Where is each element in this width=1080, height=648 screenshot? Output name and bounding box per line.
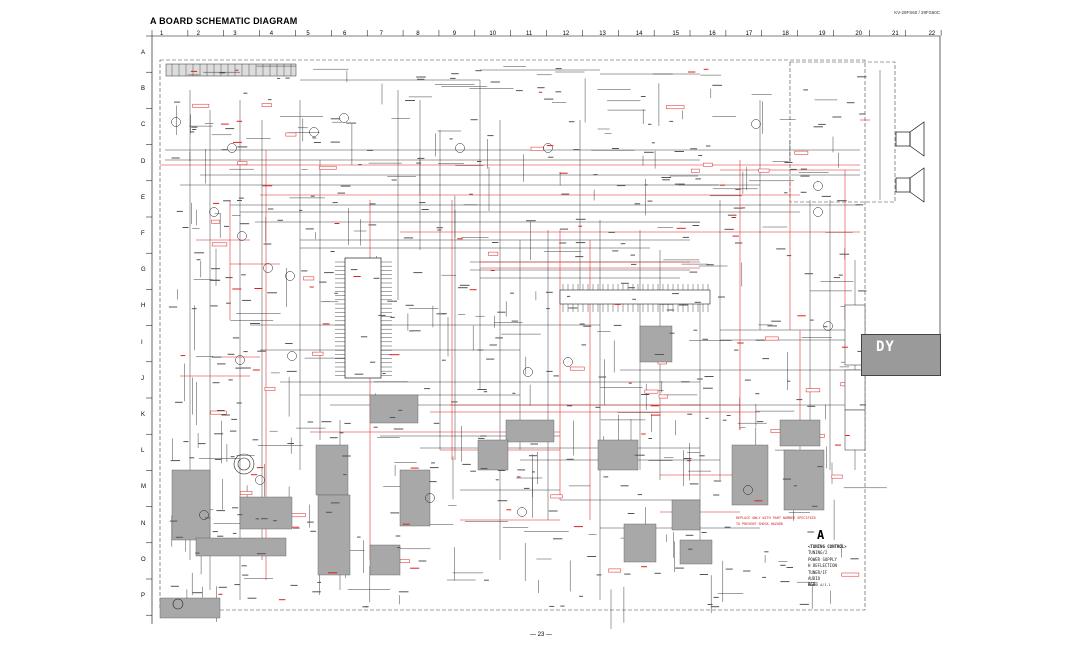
page-title: A BOARD SCHEMATIC DIAGRAM bbox=[150, 16, 298, 26]
column-number: 6 bbox=[343, 31, 347, 37]
legend-block: <TUNING CONTROL> TUNING/2 POWER SUPPLY H… bbox=[808, 544, 847, 589]
column-number: 7 bbox=[379, 31, 383, 37]
row-letter: H bbox=[141, 303, 146, 310]
column-number: 21 bbox=[892, 31, 899, 37]
column-number: 17 bbox=[745, 31, 753, 37]
yoke-connector-outline bbox=[789, 61, 896, 203]
deflection-ic bbox=[559, 284, 711, 312]
column-number: 11 bbox=[526, 31, 533, 37]
warning-note: TO PREVENT SHOCK HAZARD bbox=[736, 522, 783, 526]
row-letter: P bbox=[141, 593, 146, 599]
column-number: 18 bbox=[782, 31, 789, 37]
column-number: 9 bbox=[452, 31, 457, 37]
legend-line: RGB bbox=[808, 582, 816, 588]
column-number: 15 bbox=[672, 31, 680, 37]
column-number: 5 bbox=[306, 31, 310, 37]
row-letter: J bbox=[141, 375, 144, 382]
speakers bbox=[895, 121, 925, 203]
right-connectors bbox=[844, 304, 866, 451]
legend-line: AUDIO bbox=[808, 576, 821, 582]
column-number: 3 bbox=[233, 31, 237, 37]
row-letter: B bbox=[141, 86, 146, 93]
legend-line: H DEFLECTION bbox=[808, 563, 837, 569]
grid-ticks bbox=[146, 30, 942, 616]
row-letter: A bbox=[141, 50, 146, 56]
warning-note: REPLACE ONLY WITH PART NUMBER SPECIFIED bbox=[736, 516, 816, 520]
board-letter: A bbox=[817, 528, 825, 542]
transformer bbox=[172, 453, 255, 610]
row-letter: F bbox=[141, 231, 145, 237]
column-number: 22 bbox=[928, 31, 936, 37]
main-ic bbox=[335, 257, 392, 379]
column-number: 8 bbox=[416, 31, 420, 37]
column-number: 13 bbox=[599, 31, 606, 37]
row-letter: L bbox=[141, 448, 145, 455]
column-number: 20 bbox=[855, 31, 863, 37]
row-letter: D bbox=[141, 158, 146, 165]
column-number: 10 bbox=[489, 31, 497, 37]
top-connector bbox=[165, 63, 297, 77]
row-letter: G bbox=[141, 267, 146, 274]
row-letter: K bbox=[141, 412, 146, 418]
dy-label: DY bbox=[876, 339, 895, 355]
column-number: 12 bbox=[562, 31, 570, 37]
row-letter: I bbox=[141, 339, 143, 346]
row-letter: E bbox=[141, 194, 146, 201]
legend-line: TUNER/IF bbox=[808, 569, 828, 575]
grid-ruler bbox=[151, 35, 941, 624]
column-number: 1 bbox=[160, 31, 164, 37]
row-letter: O bbox=[141, 556, 146, 563]
row-letter: N bbox=[141, 520, 146, 527]
model-number: KV-29FS60 / 29FS60C bbox=[894, 10, 940, 15]
component-labels bbox=[168, 68, 867, 608]
row-letter: C bbox=[141, 122, 146, 129]
transistors bbox=[171, 113, 833, 520]
column-number: 2 bbox=[196, 31, 200, 37]
column-number: 14 bbox=[635, 31, 643, 37]
page-number: — 23 — bbox=[530, 632, 553, 638]
deflection-yoke-block: DY bbox=[861, 334, 941, 376]
legend-line: TUNING/2 bbox=[808, 550, 828, 556]
column-number: 19 bbox=[818, 31, 826, 37]
legend-line: POWER SUPPLY bbox=[808, 556, 837, 562]
column-number: 16 bbox=[709, 31, 716, 37]
row-letter: M bbox=[141, 484, 146, 491]
column-number: 4 bbox=[269, 31, 274, 37]
shaded-blocks bbox=[159, 325, 825, 619]
board-reference: BOARD A/1-1 bbox=[808, 583, 831, 587]
legend-heading: <TUNING CONTROL> bbox=[808, 544, 847, 549]
